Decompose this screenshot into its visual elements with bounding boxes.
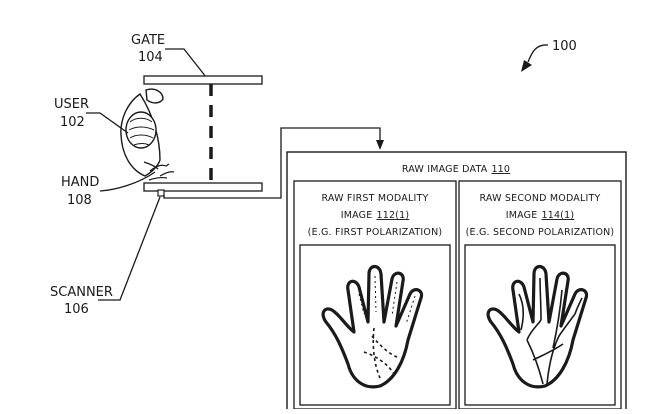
user-forearm — [143, 161, 159, 170]
gate-bottom-bar — [143, 182, 263, 192]
first-modality-line2-text: IMAGE — [341, 210, 373, 221]
scanner-label-word: SCANNER — [50, 285, 113, 300]
user-head — [125, 111, 157, 149]
hand-figure — [148, 163, 175, 181]
hand-label-group: HAND 108 — [61, 171, 156, 208]
scanner-label-number: 106 — [64, 302, 89, 317]
figure-ref-arrowhead — [521, 60, 532, 72]
raw-image-data-title-text: RAW IMAGE DATA — [402, 164, 488, 175]
user-figure — [120, 88, 164, 177]
user-label-number: 102 — [60, 115, 85, 130]
second-modality-line3: (E.G. SECOND POLARIZATION) — [466, 227, 615, 238]
data-flow-connector — [163, 127, 384, 199]
figure-ref-leader — [527, 44, 549, 63]
user-shoulders — [120, 93, 161, 177]
scanner-device — [157, 189, 165, 197]
hand-label-number: 108 — [67, 193, 92, 208]
raw-image-data-title-number: 110 — [491, 164, 510, 175]
scanner-label-group: SCANNER 106 — [50, 196, 161, 317]
user-hair — [128, 117, 155, 146]
hand-label-word: HAND — [61, 175, 99, 190]
gate-label-word: GATE — [131, 33, 165, 48]
second-modality-line1: RAW SECOND MODALITY — [479, 193, 600, 204]
figure-reference-100: 100 — [521, 39, 577, 72]
user-upper-arm — [145, 88, 164, 104]
user-label-group: USER 102 — [54, 97, 129, 134]
gate-label-group: GATE 104 — [131, 33, 207, 78]
second-modality-line2-text: IMAGE — [506, 210, 538, 221]
second-modality-line2-number: 114(1) — [541, 210, 574, 221]
gate-leader-line — [165, 48, 207, 78]
scanner-leader-line — [98, 196, 161, 301]
first-modality-line1: RAW FIRST MODALITY — [322, 193, 429, 204]
user-label-word: USER — [54, 97, 89, 112]
gate-top-bar — [143, 75, 263, 85]
first-modality-line3: (E.G. FIRST POLARIZATION) — [308, 227, 443, 238]
hand-fingers — [148, 163, 175, 181]
scanner — [157, 189, 165, 197]
connector-line — [163, 127, 381, 199]
hand-leader-line — [99, 171, 156, 192]
gate-label-number: 104 — [138, 50, 163, 65]
gate — [143, 75, 263, 192]
first-modality-line2-number: 112(1) — [376, 210, 409, 221]
figure-ref-number: 100 — [552, 39, 577, 54]
user-leader-line — [86, 112, 129, 134]
connector-arrowhead — [376, 140, 384, 150]
